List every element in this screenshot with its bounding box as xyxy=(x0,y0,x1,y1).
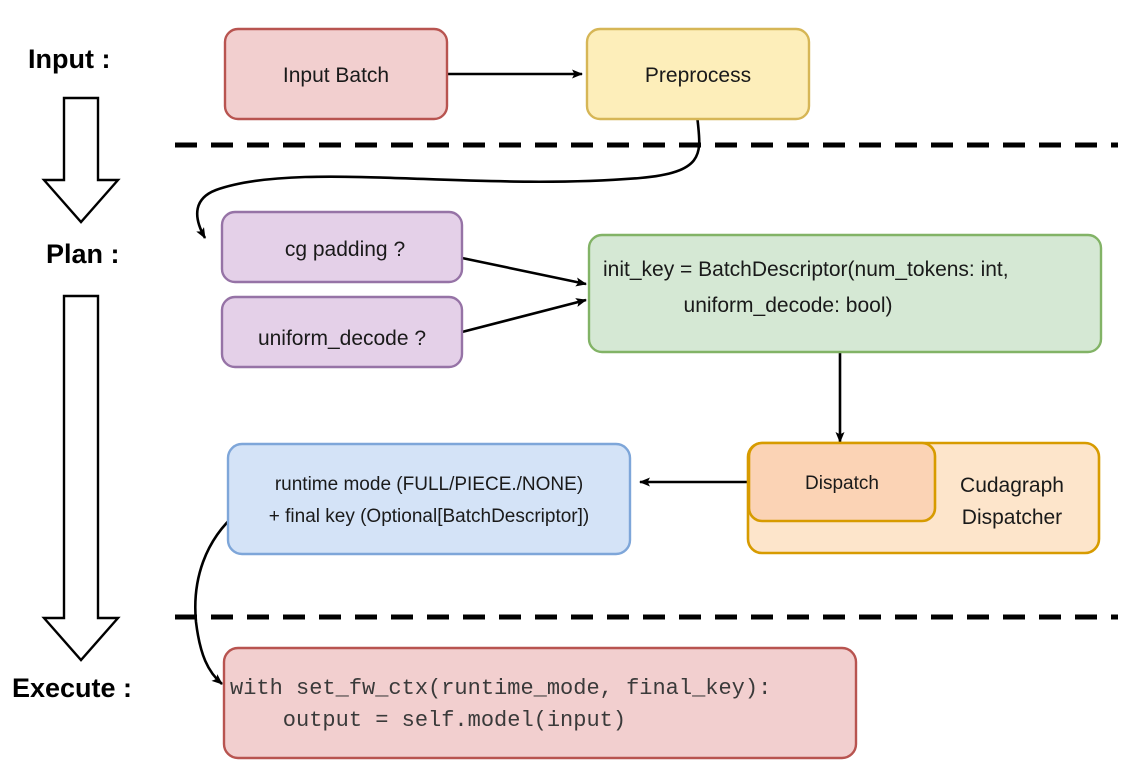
node-runtime-mode-line1: runtime mode (FULL/PIECE./NONE) xyxy=(275,474,583,495)
node-cg-padding-shape xyxy=(220,210,464,284)
node-execute-code-shape xyxy=(222,646,858,760)
edge-uniform-decode-to-init-key xyxy=(461,298,587,334)
node-dispatch-shape xyxy=(747,441,937,523)
node-cudagraph-dispatcher-label: Cudagraph xyxy=(960,474,1064,497)
node-runtime-mode-line2: + final key (Optional[BatchDescriptor]) xyxy=(269,506,590,527)
edge-cg-padding-to-init-key xyxy=(461,256,587,287)
node-uniform-decode-label: uniform_decode ? xyxy=(258,327,426,350)
plan-to-execute-block-arrow xyxy=(41,294,121,662)
stage-label-execute: Execute : xyxy=(12,673,132,703)
node-execute-code-line1: with set_fw_ctx(runtime_mode, final_key)… xyxy=(230,676,771,701)
node-preprocess-label: Preprocess xyxy=(645,64,751,87)
node-init-key-line1: init_key = BatchDescriptor(num_tokens: i… xyxy=(603,258,1009,281)
node-cudagraph-dispatcher-label2: Dispatcher xyxy=(962,506,1062,529)
edge-preprocess-to-cg-padding xyxy=(196,113,701,239)
node-input-batch[interactable]: Input Batch xyxy=(223,27,449,121)
node-dispatch-label: Dispatch xyxy=(805,473,879,494)
node-uniform-decode[interactable]: uniform_decode ? xyxy=(220,295,464,369)
node-init-key-shape xyxy=(587,233,1103,354)
node-cg-padding[interactable]: cg padding ? xyxy=(220,210,464,284)
node-preprocess[interactable]: Preprocess xyxy=(585,27,811,121)
node-dispatch[interactable]: Dispatch xyxy=(747,441,937,523)
node-input-batch-shape xyxy=(223,27,449,121)
edge-runtime-mode-to-execute-code xyxy=(194,511,239,685)
node-cg-padding-label: cg padding ? xyxy=(285,238,405,261)
node-init-key-line2: uniform_decode: bool) xyxy=(684,294,893,317)
node-preprocess-shape xyxy=(585,27,811,121)
node-execute-code[interactable]: with set_fw_ctx(runtime_mode, final_key)… xyxy=(222,646,858,760)
stage-label-plan: Plan : xyxy=(46,239,120,269)
node-runtime-mode-shape xyxy=(226,442,632,556)
input-to-plan-block-arrow xyxy=(41,96,121,224)
node-init-key[interactable]: init_key = BatchDescriptor(num_tokens: i… xyxy=(587,233,1103,354)
node-execute-code-line2: output = self.model(input) xyxy=(230,708,626,733)
node-runtime-mode[interactable]: runtime mode (FULL/PIECE./NONE) + final … xyxy=(226,442,632,556)
node-input-batch-label: Input Batch xyxy=(283,64,389,87)
stage-label-input: Input : xyxy=(28,44,110,74)
node-uniform-decode-shape xyxy=(220,295,464,369)
